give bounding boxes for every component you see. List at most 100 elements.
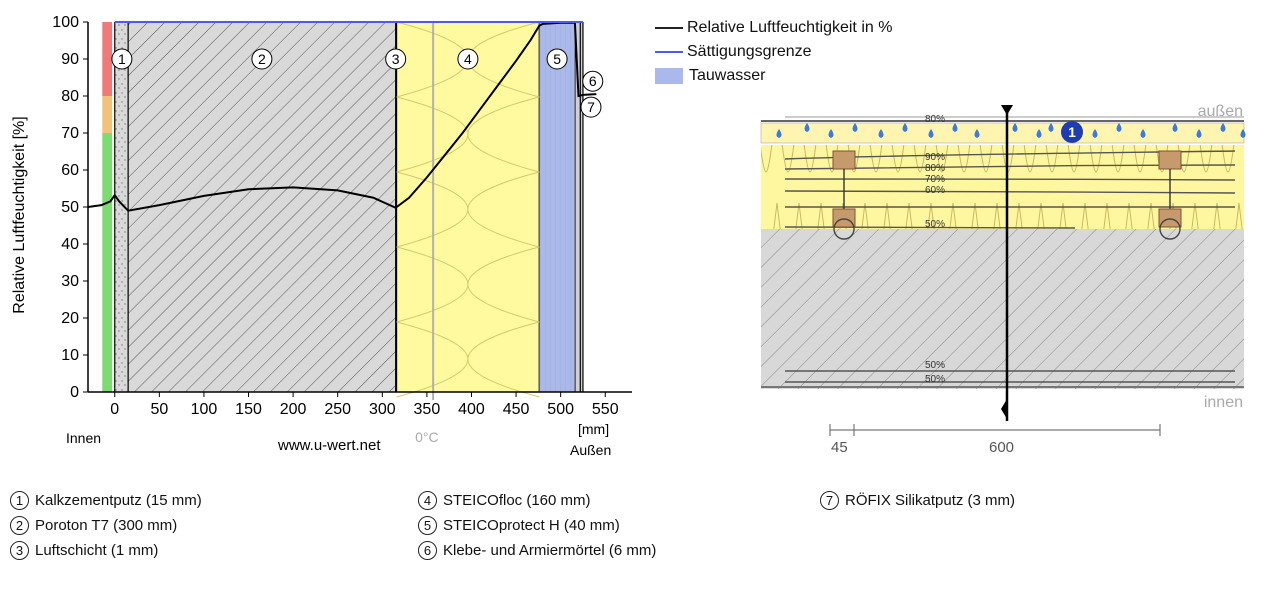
water-drop-icon [1092,129,1098,138]
layer-label: RÖFIX Silikatputz (3 mm) [845,492,1016,509]
y-tick-label: 20 [61,310,79,327]
x-tick-label: 0 [110,401,119,418]
water-drop-icon [1220,123,1226,132]
layer-marker-num: 7 [587,99,595,115]
dimension-line [829,424,1161,436]
legend-item-humidity: Relative Luftfeuchtigkeit in % [655,16,892,40]
layer-number: 3 [10,541,29,560]
section-arrow-bottom [1001,399,1007,419]
layer-band [574,22,581,392]
water-drop-icon [1240,129,1246,138]
rh-label: 80% [925,114,945,125]
condensation-zone [539,22,575,392]
legend-label: Tauwasser [689,67,766,84]
insulation-loop [396,96,540,173]
layer-marker-num: 4 [464,51,472,67]
x-tick-label: 300 [369,401,396,418]
layer-band [580,22,583,392]
x-tick-label: 350 [414,401,441,418]
outside-label: außen [1198,103,1243,120]
x-tick-label: 500 [547,401,574,418]
layer-label: STEICOprotect H (40 mm) [443,517,620,534]
y-tick-label: 70 [61,125,79,142]
condensation-drops [776,123,1246,138]
layer-item: 3 Luftschicht (1 mm) [10,538,202,563]
layer-number: 4 [418,491,437,510]
layer-item: 5 STEICOprotect H (40 mm) [418,513,656,538]
y-tick-label: 50 [61,199,79,216]
layer-marker [582,70,604,92]
x-tick-label: 400 [458,401,485,418]
water-drop-icon [776,129,782,138]
layer-marker [385,48,407,70]
water-drop-icon [1048,123,1054,132]
y-tick-label: 90 [61,51,79,68]
rh-label: 50% [925,360,945,371]
x-tick-label: 250 [324,401,351,418]
water-drop-icon [1036,129,1042,138]
water-drop-icon [1172,123,1178,132]
rh-label: 80% [925,163,945,174]
layer-marker-1 [1061,121,1083,143]
water-drop-icon [1196,129,1202,138]
x-unit-label: [mm] [578,421,609,437]
layer-number: 5 [418,516,437,535]
legend-label: Sättigungsgrenze [687,43,812,60]
water-drop-icon [1140,129,1146,138]
layer-marker-num: 2 [258,51,266,67]
layer-marker [457,48,479,70]
wall-cross-section: 1 80% 90% 80% 70% 60% 50% 50% 50% außen … [760,103,1246,456]
rh-label: 70% [925,174,945,185]
layer-label: Klebe- und Armiermörtel (6 mm) [443,542,657,559]
insulation-loop [396,171,540,248]
y-tick-label: 40 [61,236,79,253]
layer-number: 2 [10,516,29,535]
layer-item: 2 Poroton T7 (300 mm) [10,513,202,538]
layer-marker [546,48,568,70]
y-tick-label: 30 [61,273,79,290]
rh-label: 90% [925,152,945,163]
layer-label: Luftschicht (1 mm) [35,542,159,559]
legend-swatch [655,27,683,29]
legend-label: Relative Luftfeuchtigkeit in % [687,19,893,36]
layer-hatch [128,22,396,392]
layer-marker [580,96,602,118]
water-drop-icon [852,123,858,132]
water-drop-icon [1116,123,1122,132]
anchor-left [832,150,856,240]
rh-label: 50% [925,219,945,230]
anchor-right [1158,150,1182,240]
legend-swatch [655,51,683,53]
layer-number: 6 [418,541,437,560]
y-tick-label: 80 [61,88,79,105]
section-arrow-top [1001,105,1013,115]
y-tick-label: 100 [52,14,79,31]
legend-swatch [655,68,683,84]
comfort-bar [102,22,113,392]
series-line [87,21,597,212]
layer-label: Poroton T7 (300 mm) [35,517,178,534]
x-tick-label: 450 [503,401,530,418]
y-tick-label: 10 [61,347,79,364]
layer-marker-num: 3 [392,51,400,67]
masonry-hatch [761,229,1244,389]
inside-label: innen [1204,394,1243,411]
insulation-loop [396,246,540,323]
layer-marker-num: 6 [589,73,597,89]
comfort-segment [102,22,113,96]
water-drop-icon [878,129,884,138]
y-axis-label: Relative Luftfeuchtigkeit [%] [11,116,28,313]
layer-marker [111,48,133,70]
zero-c-label: 0°C [415,429,439,445]
dimension-label-45: 45 [831,439,848,456]
layer-marker-1-num: 1 [1068,124,1076,140]
y-tick-label: 0 [70,384,79,401]
water-drop-icon [974,129,980,138]
water-drop-icon [902,123,908,132]
